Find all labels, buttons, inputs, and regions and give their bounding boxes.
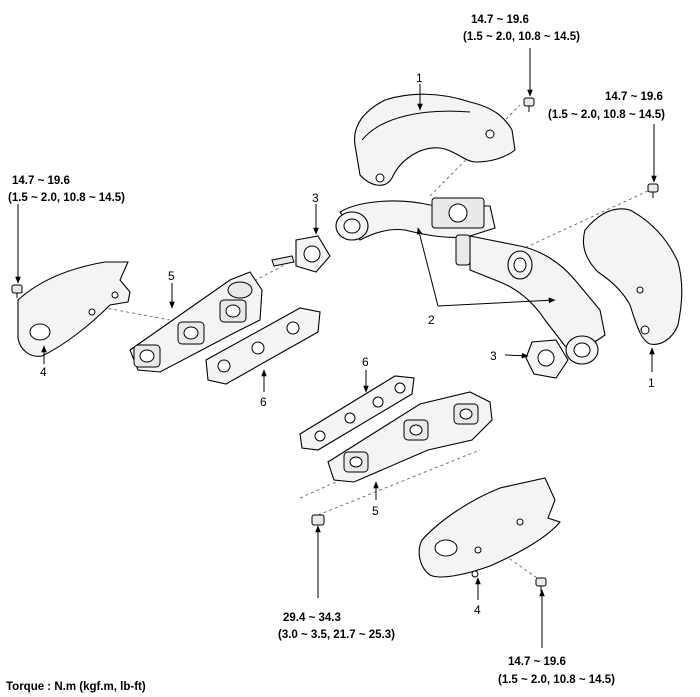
torque-conversion: (3.0 ~ 3.5, 21.7 ~ 25.3) [278,629,395,641]
torque-conversion: (1.5 ~ 2.0, 10.8 ~ 14.5) [548,109,665,121]
callout-1-right: 1 [648,376,655,390]
gasket-right [525,339,569,379]
callout-numbers: 1 1 2 3 3 5 5 6 6 4 4 [40,71,655,617]
torque-spec-upper: 14.7 ~ 19.6 (1.5 ~ 2.0, 10.8 ~ 14.5) [463,14,580,43]
bolt-lower-icon [535,577,547,592]
manifold-left [129,271,263,373]
torque-spec-right: 14.7 ~ 19.6 (1.5 ~ 2.0, 10.8 ~ 14.5) [548,91,665,121]
bolt-left-icon [11,284,23,298]
torque-value: 14.7 ~ 19.6 [508,656,566,668]
callout-3-left: 3 [312,191,319,205]
torque-spec-nut: 29.4 ~ 34.3 (3.0 ~ 3.5, 21.7 ~ 25.3) [278,612,395,641]
torque-value: 14.7 ~ 19.6 [12,175,70,187]
torque-conversion: (1.5 ~ 2.0, 10.8 ~ 14.5) [498,674,615,686]
bolt-right-icon [647,183,659,198]
manifold-front [327,391,493,483]
torque-conversion: (1.5 ~ 2.0, 10.8 ~ 14.5) [8,192,125,204]
callout-1-upper: 1 [416,71,423,85]
callout-6-left: 6 [260,395,267,409]
manifold-gasket-left [205,307,321,385]
callout-6-front: 6 [362,355,369,369]
exhaust-pipe [335,197,606,365]
torque-value: 14.7 ~ 19.6 [605,91,663,103]
torque-value: 14.7 ~ 19.6 [471,14,529,26]
torque-spec-left: 14.7 ~ 19.6 (1.5 ~ 2.0, 10.8 ~ 14.5) [8,175,125,204]
callout-5-front: 5 [372,504,379,518]
heat-protector-left [17,261,131,357]
torque-spec-lower: 14.7 ~ 19.6 (1.5 ~ 2.0, 10.8 ~ 14.5) [498,656,615,686]
nut-icon [311,514,325,526]
torque-specs: 14.7 ~ 19.6 (1.5 ~ 2.0, 10.8 ~ 14.5) 14.… [8,14,665,686]
gasket-left [271,235,331,273]
callout-5-left: 5 [168,269,175,283]
callout-2: 2 [428,313,435,327]
manifold-gasket-front [299,375,415,451]
heat-protector-upper [354,93,516,186]
torque-unit-footer: Torque : N.m (kgf.m, lb-ft) [6,681,146,693]
bolt-upper-icon [523,97,535,112]
torque-value: 29.4 ~ 34.3 [283,612,341,624]
heat-protector-lower [418,477,561,578]
callout-3-right: 3 [490,349,497,363]
heat-protector-right [582,208,683,345]
bolts [11,97,659,592]
callout-4-lower: 4 [474,603,481,617]
leader-lines [15,48,657,648]
callout-4-left: 4 [40,365,47,379]
torque-conversion: (1.5 ~ 2.0, 10.8 ~ 14.5) [463,31,580,43]
